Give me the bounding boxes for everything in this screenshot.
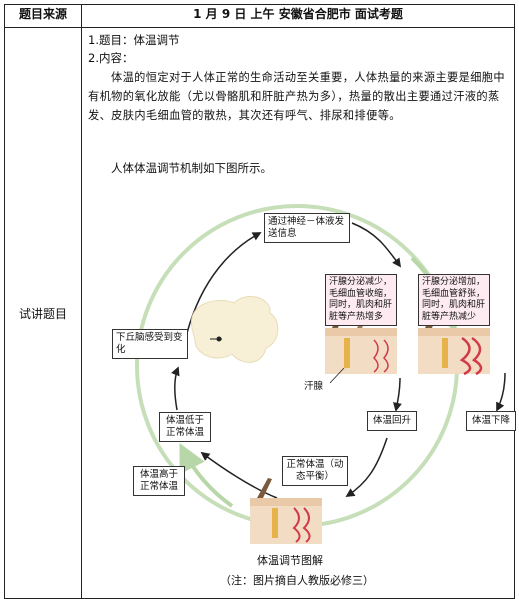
content-label: 2.内容： — [88, 51, 134, 65]
topic-content: 1.题目：体温调节 2.内容： 体温的恒定对于人体正常的生命活动至关重要，人体热… — [82, 28, 516, 598]
arrow-to-rise — [392, 377, 402, 412]
topic-label: 试讲题目 — [4, 27, 82, 599]
box-hypothalamus: 下丘脑感受到变化 — [112, 329, 188, 359]
topic-content-cell: 1.题目：体温调节 2.内容： 体温的恒定对于人体正常的生命活动至关重要，人体热… — [81, 27, 516, 599]
arrow-to-midleft — [351, 222, 402, 268]
box-below-normal: 体温低于正常体温 — [159, 412, 211, 442]
exam-table: 题目来源 1 月 9 日 上午 安徽省合肥市 面试考题 试讲题目 1.题目：体温… — [4, 4, 516, 599]
diagram-intro: 人体体温调节机制如下图所示。 — [111, 161, 272, 175]
label-sweat-gland: 汗腺 — [304, 381, 324, 392]
main-paragraph: 体温的恒定对于人体正常的生命活动至关重要，人体热量的来源主要是细胞中有机物的氧化… — [88, 71, 505, 122]
diagram-caption: 体温调节图解 — [257, 554, 323, 567]
topic-row: 试讲题目 1.题目：体温调节 2.内容： 体温的恒定对于人体正常的生命活动至关重… — [4, 27, 516, 599]
diagram-graphics — [135, 204, 506, 544]
arrow-low-to-left — [171, 366, 180, 411]
ring-arrow-bottom — [179, 443, 234, 508]
skin-normal-illustration — [250, 478, 322, 544]
box-cold-response: 汗腺分泌减少，毛细血管收缩，同时，肌肉和肝脏等产热增多 — [325, 274, 397, 326]
brain-illustration — [191, 295, 279, 363]
skin-hot-illustration — [418, 300, 490, 376]
arrow-to-fall — [496, 372, 506, 412]
arrow-to-normal — [345, 437, 388, 497]
arrow-to-low — [200, 451, 278, 499]
source-value: 1 月 9 日 上午 安徽省合肥市 面试考题 — [81, 4, 515, 28]
header-row: 题目来源 1 月 9 日 上午 安徽省合肥市 面试考题 — [4, 4, 515, 28]
title-line: 1.题目：体温调节 — [88, 33, 180, 47]
box-hot-response: 汗腺分泌增加，毛细血管舒张，同时，肌肉和肝脏等产热减少 — [418, 274, 490, 326]
box-temperature-fall: 体温下降 — [466, 411, 516, 431]
box-neural-humoral: 通过神经－体液发送信息 — [264, 213, 350, 243]
thermoregulation-diagram: 通过神经－体液发送信息 下丘脑感受到变化 汗腺分泌减少，毛细血管收缩，同时，肌肉… — [82, 28, 516, 598]
source-label: 题目来源 — [4, 4, 82, 28]
box-temperature-rise: 体温回升 — [367, 411, 417, 431]
diagram-note: （注：图片摘自人教版必修三） — [220, 574, 374, 587]
box-above-normal: 体温高于正常体温 — [133, 466, 185, 496]
box-normal-temperature: 正常体温（动态平衡） — [282, 456, 348, 486]
